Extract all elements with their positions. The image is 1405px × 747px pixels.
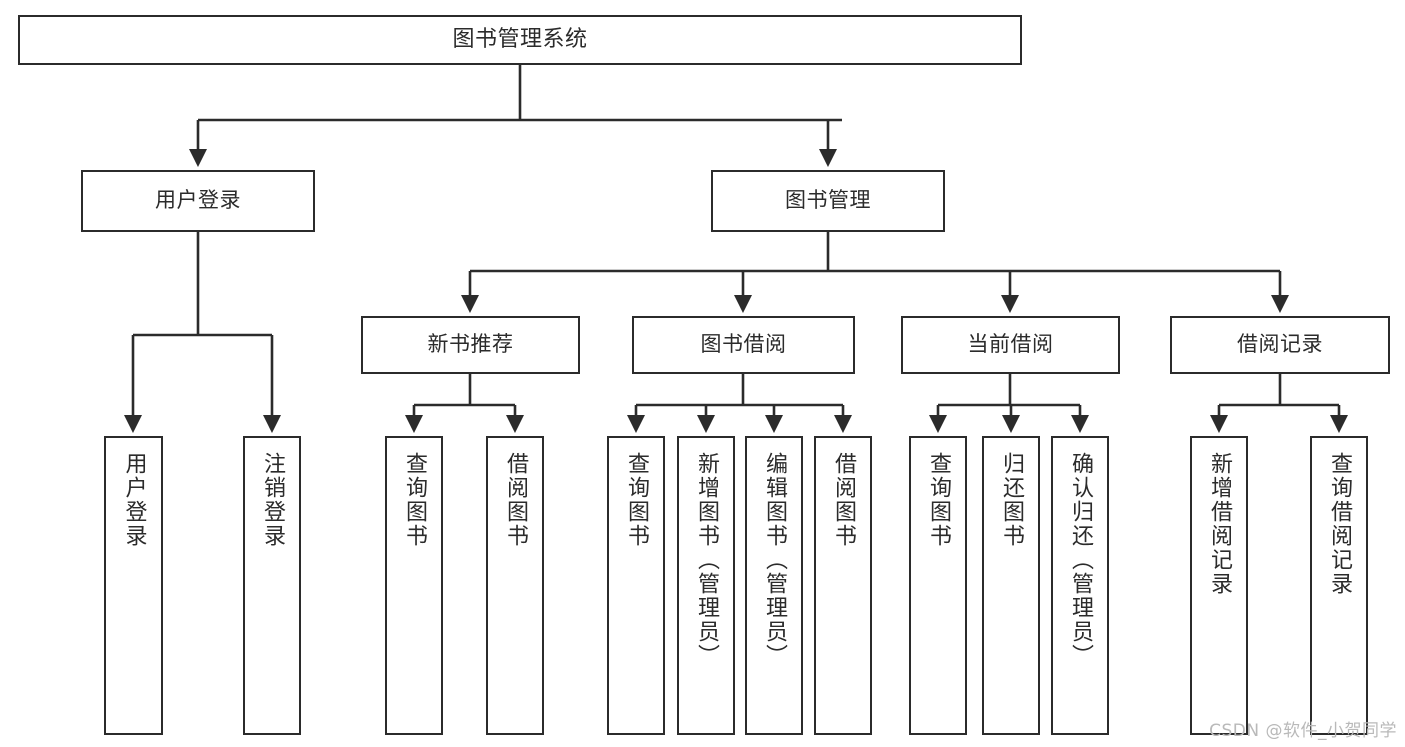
node-current-borrow-label: 当前借阅 [967,332,1054,357]
leaf-query-book-borrow[interactable]: 查询图书 [607,436,665,735]
leaf-query-book-borrow-label: 查询图书 [624,452,649,548]
leaf-user-login[interactable]: 用户登录 [104,436,163,735]
leaf-add-book-admin[interactable]: 新增图书（管理员） [677,436,735,735]
leaf-query-book-newbook-label: 查询图书 [402,452,427,548]
node-user-login-label: 用户登录 [155,188,241,213]
leaf-query-borrow-record[interactable]: 查询借阅记录 [1310,436,1368,735]
leaf-borrow-book-newbook-label: 借阅图书 [503,452,528,548]
node-book-management[interactable]: 图书管理 [711,170,945,232]
node-root-label: 图书管理系统 [452,26,588,52]
node-book-borrow-label: 图书借阅 [700,332,787,357]
leaf-logout[interactable]: 注销登录 [243,436,301,735]
leaf-query-book-current-label: 查询图书 [926,452,951,548]
watermark: CSDN @软件_小贺同学 [1209,721,1397,741]
leaf-borrow-book-newbook[interactable]: 借阅图书 [486,436,544,735]
node-current-borrow[interactable]: 当前借阅 [901,316,1120,374]
leaf-confirm-return-admin-label: 确认归还（管理员） [1068,452,1093,668]
leaf-add-borrow-record-label: 新增借阅记录 [1207,452,1232,596]
leaf-borrow-book[interactable]: 借阅图书 [814,436,872,735]
leaf-confirm-return-admin[interactable]: 确认归还（管理员） [1051,436,1109,735]
leaf-query-book-newbook[interactable]: 查询图书 [385,436,443,735]
node-new-book-recommend[interactable]: 新书推荐 [361,316,580,374]
node-book-management-label: 图书管理 [785,188,871,213]
leaf-borrow-book-label: 借阅图书 [831,452,856,548]
node-user-login[interactable]: 用户登录 [81,170,315,232]
leaf-query-book-current[interactable]: 查询图书 [909,436,967,735]
node-new-book-recommend-label: 新书推荐 [427,332,514,357]
node-borrow-record[interactable]: 借阅记录 [1170,316,1390,374]
leaf-return-book[interactable]: 归还图书 [982,436,1040,735]
node-borrow-record-label: 借阅记录 [1237,332,1323,357]
node-book-borrow[interactable]: 图书借阅 [632,316,855,374]
leaf-edit-book-admin-label: 编辑图书（管理员） [762,452,787,668]
leaf-add-book-admin-label: 新增图书（管理员） [694,452,719,668]
leaf-user-login-label: 用户登录 [121,452,147,548]
leaf-query-borrow-record-label: 查询借阅记录 [1327,452,1352,596]
leaf-return-book-label: 归还图书 [999,452,1024,548]
node-root[interactable]: 图书管理系统 [18,15,1022,65]
leaf-logout-label: 注销登录 [260,452,285,548]
leaf-edit-book-admin[interactable]: 编辑图书（管理员） [745,436,803,735]
leaf-add-borrow-record[interactable]: 新增借阅记录 [1190,436,1248,735]
